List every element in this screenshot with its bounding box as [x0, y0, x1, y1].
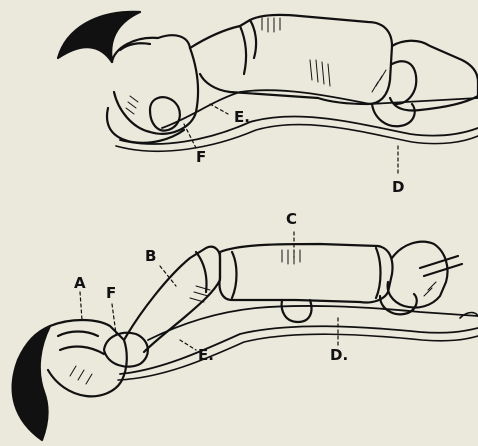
top-claw: [58, 12, 140, 62]
bottom-label-b: B: [145, 249, 156, 264]
top-label-e: E.: [234, 110, 250, 125]
bottom-bone-c: [220, 244, 393, 303]
top-label-d: D: [392, 180, 404, 195]
top-leader-e: [210, 104, 228, 114]
top-claw-base: [112, 35, 198, 134]
bottom-label-a: A: [74, 276, 86, 291]
bottom-label-e: E.: [198, 348, 214, 363]
bottom-label-d: D.: [330, 348, 348, 363]
top-claw-diagram: [58, 12, 478, 176]
bottom-leader-e: [180, 340, 196, 350]
bottom-claw: [13, 326, 50, 440]
bottom-tendon-d: [120, 326, 478, 374]
bottom-ligament: [282, 300, 312, 322]
bottom-claw-diagram: [13, 232, 478, 440]
top-label-f: F: [196, 150, 206, 165]
bottom-leader-b: [160, 266, 176, 286]
top-second-phalanx: [150, 97, 180, 130]
bottom-label-f: F: [106, 286, 116, 301]
top-tendon-d: [120, 117, 478, 144]
bottom-label-c: C: [286, 212, 297, 227]
bottom-leader-a: [80, 292, 82, 320]
